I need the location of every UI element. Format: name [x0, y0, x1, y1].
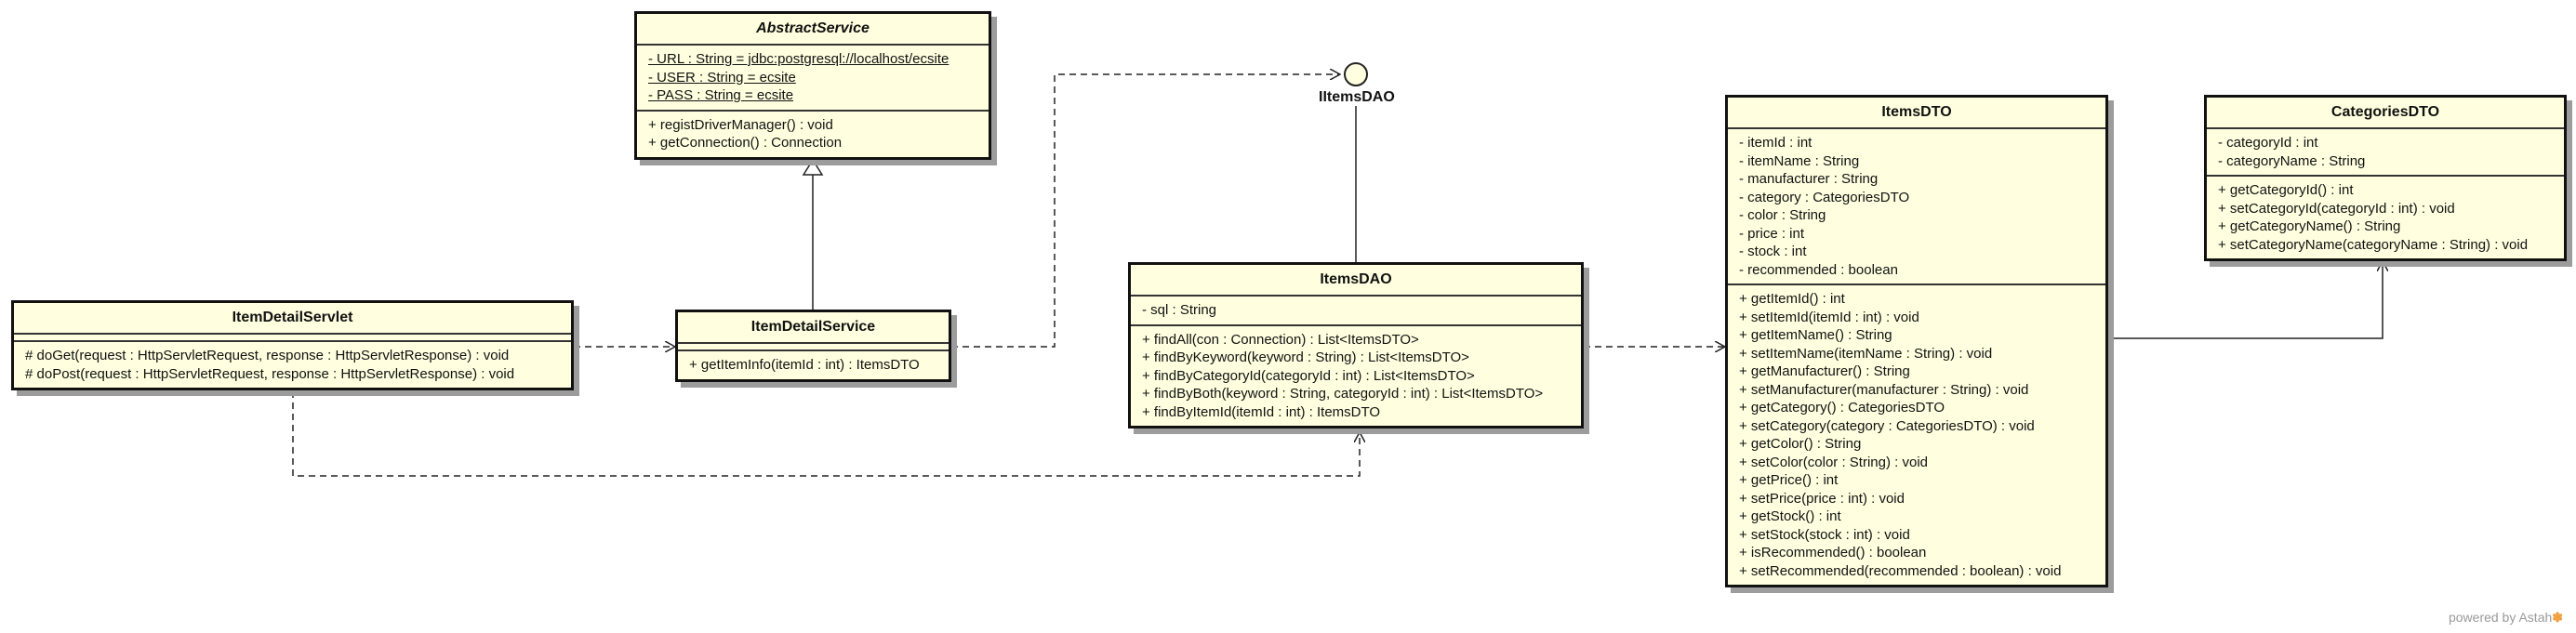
operation: + setPrice(price : int) : void	[1739, 490, 1905, 507]
operation: + getStock() : int	[1739, 508, 1841, 524]
abstractservice-class: AbstractService - URL : String = jdbc:po…	[634, 11, 991, 160]
attribute: - category : CategoriesDTO	[1739, 189, 1910, 205]
operation: + findByKeyword(keyword : String) : List…	[1142, 349, 1469, 365]
operation: + setItemName(itemName : String) : void	[1739, 345, 1993, 362]
itemdetailservlet-class: ItemDetailServlet # doGet(request : Http…	[11, 300, 574, 390]
abstractservice-operations: + registDriverManager() : void + getConn…	[637, 112, 989, 157]
operation: + findAll(con : Connection) : List<Items…	[1142, 331, 1419, 348]
operation: + setRecommended(recommended : boolean) …	[1739, 562, 2062, 579]
operation: + setStock(stock : int) : void	[1739, 526, 1910, 543]
footer-text: powered by Astah	[2448, 610, 2553, 625]
itemsdto-class: ItemsDTO - itemId : int - itemName : Str…	[1725, 95, 2108, 587]
categoriesdto-operations: + getCategoryId() : int + setCategoryId(…	[2207, 177, 2564, 258]
operation: + isRecommended() : boolean	[1739, 545, 1927, 560]
association-itemsdto-to-categoriesdto	[2108, 261, 2383, 339]
operation: + findByBoth(keyword : String, categoryI…	[1142, 386, 1544, 402]
itemsdao-class-name: ItemsDAO	[1131, 265, 1581, 297]
itemdetailservice-class-name: ItemDetailService	[678, 312, 949, 344]
operation: + getManufacturer() : String	[1739, 363, 1910, 379]
iitemsdao-interface-label: IItemsDAO	[1319, 89, 1395, 105]
operation: # doPost(request : HttpServletRequest, r…	[25, 365, 515, 382]
attribute: - itemName : String	[1739, 152, 1860, 169]
itemdetailservlet-attributes	[14, 335, 571, 342]
operation: + setCategory(category : CategoriesDTO) …	[1739, 417, 2035, 434]
operation: + findByCategoryId(categoryId : int) : L…	[1142, 367, 1475, 384]
dependency-servlet-to-itemsdao	[292, 391, 1360, 477]
itemdetailservice-class: ItemDetailService + getItemInfo(itemId :…	[675, 310, 951, 382]
abstractservice-class-name: AbstractService	[637, 14, 989, 46]
operation: + setColor(color : String) : void	[1739, 454, 1928, 470]
operation: + getItemId() : int	[1739, 291, 1845, 307]
attribute: - USER : String = ecsite	[648, 69, 796, 86]
attribute: - stock : int	[1739, 244, 1807, 259]
operation: + setCategoryName(categoryName : String)…	[2218, 236, 2529, 253]
attribute: - itemId : int	[1739, 135, 1812, 151]
itemsdao-operations: + findAll(con : Connection) : List<Items…	[1131, 326, 1581, 427]
itemsdao-class: ItemsDAO - sql : String + findAll(con : …	[1128, 262, 1584, 429]
attribute: - price : int	[1739, 225, 1805, 242]
attribute: - recommended : boolean	[1739, 261, 1898, 278]
operation: + getCategoryId() : int	[2218, 182, 2354, 198]
operation: + getPrice() : int	[1739, 472, 1839, 488]
attribute: - categoryName : String	[2218, 152, 2366, 169]
attribute: - manufacturer : String	[1739, 171, 1879, 187]
categoriesdto-class-name: CategoriesDTO	[2207, 98, 2564, 129]
itemsdto-class-name: ItemsDTO	[1728, 98, 2105, 129]
operation: + getColor() : String	[1739, 436, 1862, 452]
itemdetailservlet-class-name: ItemDetailServlet	[14, 303, 571, 335]
operation: + getItemName() : String	[1739, 327, 1892, 343]
attribute: - color : String	[1739, 207, 1826, 223]
powered-by-footer: powered by Astah✽	[2449, 610, 2563, 626]
operation: + setItemId(itemId : int) : void	[1739, 309, 1919, 325]
itemsdto-operations: + getItemId() : int + setItemId(itemId :…	[1728, 285, 2105, 585]
operation: + findByItemId(itemId : int) : ItemsDTO	[1142, 403, 1381, 420]
iitemsdao-interface-circle	[1344, 62, 1368, 86]
operation: + setManufacturer(manufacturer : String)…	[1739, 381, 2029, 398]
operation: # doGet(request : HttpServletRequest, re…	[25, 348, 510, 363]
itemdetailservice-operations: + getItemInfo(itemId : int) : ItemsDTO	[678, 351, 949, 379]
operation: + registDriverManager() : void	[648, 116, 833, 133]
operation: + getCategoryName() : String	[2218, 218, 2401, 234]
attribute: - PASS : String = ecsite	[648, 87, 794, 103]
itemdetailservice-attributes	[678, 344, 949, 351]
operation: + getCategory() : CategoriesDTO	[1739, 400, 1945, 415]
dependency-service-to-iitemsdao	[951, 74, 1340, 348]
operation: + getItemInfo(itemId : int) : ItemsDTO	[689, 357, 920, 373]
categoriesdto-class: CategoriesDTO - categoryId : int - categ…	[2204, 95, 2567, 261]
operation: + setCategoryId(categoryId : int) : void	[2218, 200, 2455, 217]
categoriesdto-attributes: - categoryId : int - categoryName : Stri…	[2207, 129, 2564, 177]
attribute: - sql : String	[1142, 302, 1217, 318]
itemsdao-attributes: - sql : String	[1131, 297, 1581, 326]
astah-logo-icon: ✽	[2552, 610, 2563, 625]
abstractservice-attributes: - URL : String = jdbc:postgresql://local…	[637, 46, 989, 112]
attribute: - categoryId : int	[2218, 135, 2318, 151]
itemsdto-attributes: - itemId : int - itemName : String - man…	[1728, 129, 2105, 285]
generalization-arrowhead	[802, 158, 824, 176]
attribute: - URL : String = jdbc:postgresql://local…	[648, 51, 949, 67]
itemdetailservlet-operations: # doGet(request : HttpServletRequest, re…	[14, 342, 571, 388]
operation: + getConnection() : Connection	[648, 135, 843, 151]
